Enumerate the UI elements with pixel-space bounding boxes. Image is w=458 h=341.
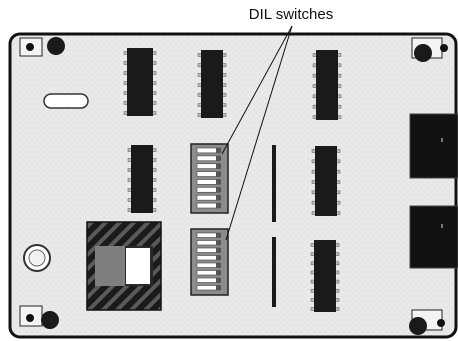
- oval-slot: [43, 93, 89, 109]
- vertical-strip: [272, 237, 276, 307]
- mounting-hole-icon: [26, 314, 34, 322]
- ic-chip-icon: [123, 48, 157, 116]
- ic-chip-icon: [311, 146, 341, 216]
- ic-chip-icon: [197, 50, 227, 118]
- ic-chip-icon: [127, 145, 157, 213]
- regulator-block: [86, 221, 162, 311]
- callout-label: DIL switches: [249, 6, 333, 23]
- mounting-hole-icon: [409, 317, 427, 335]
- mounting-hole-icon: [26, 43, 34, 51]
- connector-top: [410, 114, 458, 178]
- ic-chips: [123, 48, 342, 312]
- dip-switch-icon: [190, 143, 229, 214]
- mounting-hole-icon: [440, 44, 448, 52]
- ic-chip-icon: [312, 50, 342, 120]
- mounting-hole-icon: [41, 311, 59, 329]
- edge-connectors: [409, 113, 458, 269]
- mounting-hole-icon: [414, 44, 432, 62]
- dil-switches: [190, 143, 229, 296]
- vertical-strip: [272, 145, 276, 222]
- connector-bottom: [410, 206, 458, 268]
- mounting-holes: [19, 37, 448, 335]
- dip-switch-icon: [190, 228, 229, 296]
- mounting-hole-icon: [437, 319, 445, 327]
- ic-chip-icon: [310, 240, 340, 312]
- callout-leaders: [221, 25, 293, 241]
- mounting-hole-icon: [47, 37, 65, 55]
- round-component: [23, 244, 51, 272]
- circuit-board: [8, 32, 458, 339]
